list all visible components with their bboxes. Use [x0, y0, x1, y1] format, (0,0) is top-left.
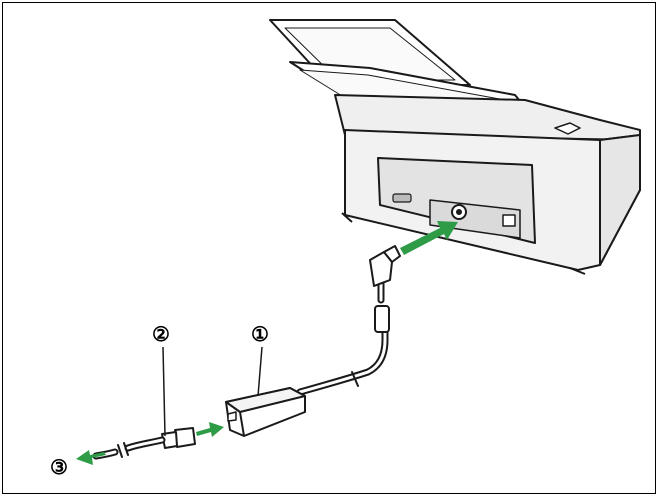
callout-1-label: ①	[251, 324, 269, 346]
ac-adapter-icon	[225, 387, 306, 437]
callout-leaders	[162, 346, 263, 437]
ac-plug-icon	[92, 427, 196, 460]
callout-3-label: ③	[50, 457, 68, 479]
power-cord-icon	[296, 278, 390, 396]
illustration-frame	[2, 2, 656, 494]
callout-2-label: ②	[152, 324, 170, 346]
connect-arrow-icon	[76, 221, 458, 465]
scanner-icon	[269, 19, 641, 275]
dc-plug-icon	[369, 245, 401, 287]
